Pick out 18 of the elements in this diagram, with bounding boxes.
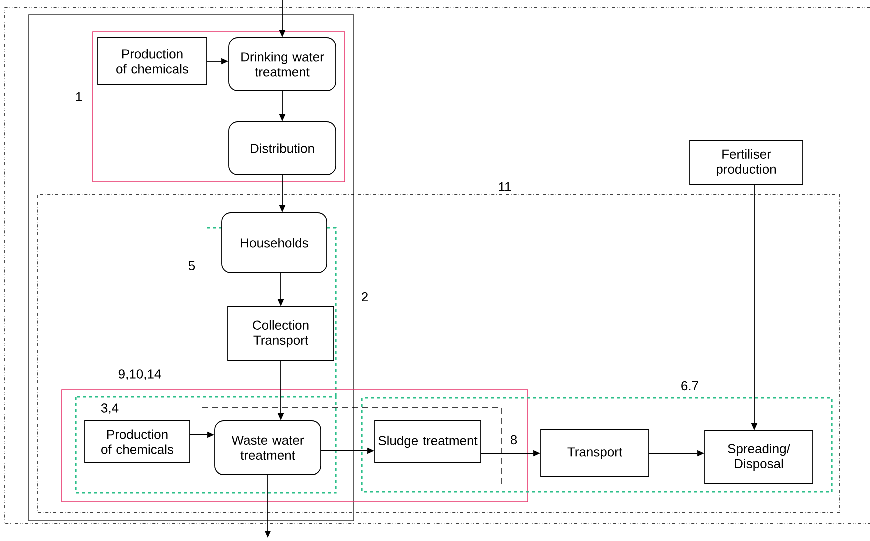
process-box: Collection Transport	[228, 306, 334, 362]
process-box: Distribution	[228, 122, 336, 176]
process-box: Production of chemicals	[84, 420, 190, 464]
process-box: Spreading/ Disposal	[704, 430, 814, 484]
process-box: Sludge treatment	[374, 420, 482, 464]
boundary-number: 2	[362, 292, 368, 302]
process-box: Production of chemicals	[98, 38, 208, 86]
process-box: Households	[222, 212, 328, 274]
process-box: Transport	[540, 430, 650, 478]
boundary-number: 11	[499, 182, 512, 192]
process-box: Drinking water treatment	[228, 38, 336, 92]
boundary-number: 6.7	[682, 381, 698, 391]
boundary-number: 8	[510, 435, 518, 445]
process-box: Waste water treatment	[214, 420, 322, 476]
boundary-number: 9,10,14	[118, 370, 162, 380]
boundary-number: 5	[188, 261, 196, 271]
process-box: Fertiliser production	[690, 140, 804, 186]
boundary-number: 1	[76, 92, 82, 102]
